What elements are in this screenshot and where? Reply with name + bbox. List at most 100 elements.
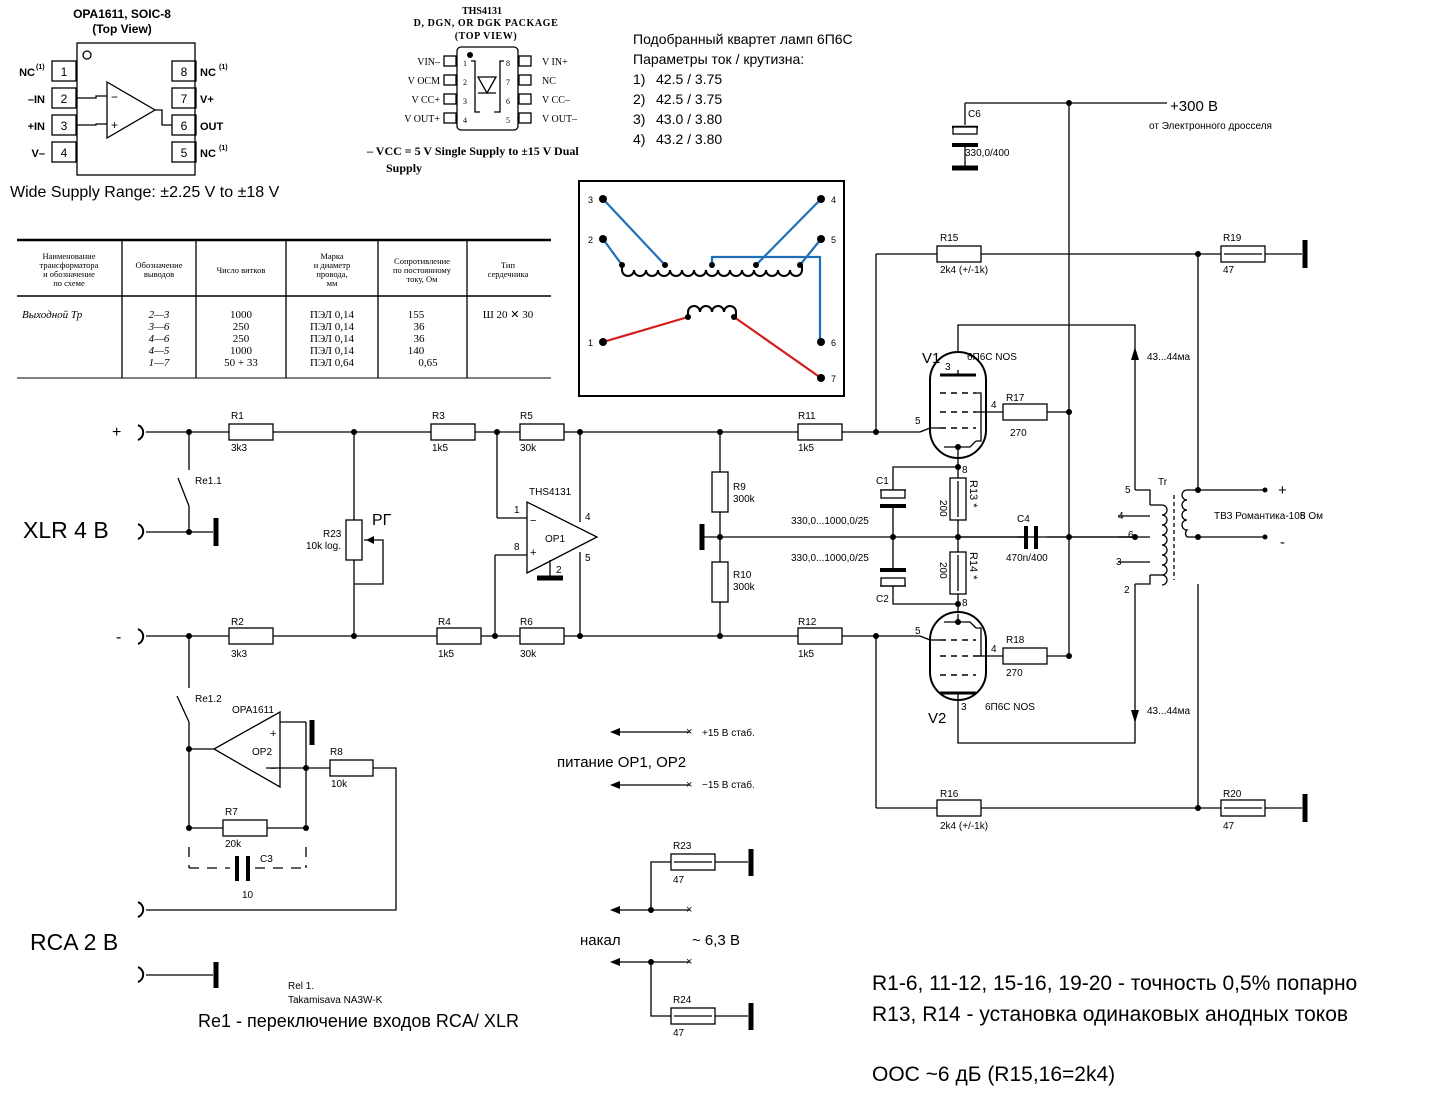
table-header: трансформатора — [40, 260, 99, 270]
table-cell: 155 — [408, 309, 425, 321]
plus-sign: + — [111, 118, 118, 132]
opa-pin-num: 7 — [181, 92, 188, 106]
table-header: выводов — [144, 269, 174, 279]
tr-pin-4: 4 — [1118, 511, 1124, 522]
c1-value: 330,0...1000,0/25 — [791, 516, 869, 527]
resistor-r15 — [936, 245, 982, 263]
minus-sign: − — [530, 515, 536, 527]
r13-value: 200 — [937, 500, 948, 517]
relay-note-2: Takamisava NA3W-K — [288, 995, 383, 1006]
r2-value: 3k3 — [231, 649, 248, 660]
minus-sign: − — [111, 90, 118, 104]
wiper-arrow-icon — [366, 536, 374, 544]
r10-value: 300k — [733, 582, 756, 593]
ths-pin-num: 3 — [463, 97, 467, 106]
tr-pin-label: 1 — [588, 338, 593, 348]
arrow-left-icon — [610, 728, 620, 736]
plus-sign: + — [530, 547, 536, 559]
arrow-left-icon — [610, 781, 620, 789]
opa-supply-note: Wide Supply Range: ±2.25 V to ±18 V — [10, 184, 280, 201]
ths-note-1: – VCC = 5 V Single Supply to ±15 V Dual — [366, 144, 579, 158]
r2-label: R2 — [231, 617, 244, 628]
ths-pin-name: V CC+ — [411, 95, 440, 106]
opa-pin-name: +IN — [28, 121, 45, 133]
table-header: по схеме — [53, 278, 85, 288]
table-cell: ПЭЛ 0,64 — [310, 357, 354, 369]
r23-heater-label: R23 — [673, 841, 692, 852]
table-header: току, Ом — [406, 274, 438, 284]
rg-label: РГ — [372, 512, 392, 529]
tube-v2-icon — [929, 611, 987, 705]
c6-plate — [952, 126, 978, 135]
heater-section: × × R23 47 R24 47 накал ~ 6,3 В — [580, 841, 754, 1039]
ths-view: (TOP VIEW) — [455, 31, 518, 42]
xlr-input-label: XLR 4 В — [23, 517, 109, 543]
note-line-3: ООС ~6 дБ (R15,16=2k4) — [872, 1063, 1115, 1086]
quartet-subtitle: Параметры ток / крутизна: — [633, 51, 804, 67]
r12-label: R12 — [798, 617, 817, 628]
resistor-r2 — [228, 627, 274, 645]
r20-value: 47 — [1223, 821, 1235, 832]
cross-icon: × — [686, 779, 692, 791]
opa-pinout-title: OPA1611, SOIC-8 — [73, 7, 171, 21]
note-line-1: R1-6, 11-12, 15-16, 19-20 - точность 0,5… — [872, 972, 1357, 995]
r17-label: R17 — [1006, 393, 1025, 404]
table-name-cell: Выходной Тр — [22, 309, 83, 321]
r18-label: R18 — [1006, 635, 1025, 646]
r8-value: 10k — [331, 779, 348, 790]
v2-label: V2 — [928, 710, 946, 727]
opa-internal-wire — [76, 95, 107, 99]
supply-voltage-label: +300 В — [1170, 98, 1218, 115]
opa-internal-wire — [76, 123, 107, 126]
op1-pin-4: 4 — [585, 512, 591, 523]
r18-value: 270 — [1006, 668, 1023, 679]
v1-type-label: 6П6С NOS — [967, 352, 1017, 363]
resistor-r12 — [797, 627, 843, 645]
table-header: Сопротивление — [394, 256, 450, 266]
opa-pin-name: NC — [200, 67, 216, 79]
ths-pin-num: 5 — [506, 116, 510, 125]
ths-pin-name: NC — [542, 76, 556, 87]
r23-heater-value: 47 — [673, 875, 685, 886]
table-cell: 4—5 — [149, 345, 170, 357]
c1-label: C1 — [876, 476, 889, 487]
op1-pin-2: 2 — [556, 565, 562, 576]
r19-label: R19 — [1223, 233, 1242, 244]
resistor-r6 — [519, 627, 565, 645]
opa-pin-name: NC — [19, 67, 35, 79]
jack-icon — [137, 424, 145, 441]
quartet-item-num: 2) — [633, 91, 645, 107]
r5-label: R5 — [520, 411, 533, 422]
heater-label: накал — [580, 932, 621, 949]
ths-pin-num: 1 — [463, 59, 467, 68]
resistor-r9 — [711, 471, 729, 513]
output-minus-label: - — [1280, 534, 1285, 551]
r6-label: R6 — [520, 617, 533, 628]
table-header: по постоянному — [393, 265, 452, 275]
r1-value: 3k3 — [231, 443, 248, 454]
opa-package-body — [76, 42, 196, 176]
r23-label: R23 — [323, 529, 342, 540]
table-cell: Ш 20 ✕ 30 — [483, 309, 534, 321]
tr-type-label: ТВЗ Романтика-105 — [1214, 511, 1306, 522]
table-cell: 140 — [408, 345, 425, 357]
table-header: мм — [327, 278, 338, 288]
tr-pin-label: 3 — [588, 195, 593, 205]
tr-pin-6: 6 — [1128, 530, 1134, 541]
opa-pin-name: OUT — [200, 121, 224, 133]
resistor-r3 — [430, 423, 476, 441]
r12-value: 1k5 — [798, 649, 815, 660]
output-stage: +300 В от Электронного дросселя C6 330,0… — [875, 98, 1323, 832]
ths-pin-num: 7 — [506, 78, 510, 87]
r5-value: 30k — [520, 443, 537, 454]
r13-label: R13 * — [967, 480, 979, 508]
quartet-item-num: 4) — [633, 131, 645, 147]
jack-icon — [137, 966, 145, 983]
v1-pin-8: 8 — [962, 465, 968, 476]
resistor-r7 — [222, 819, 268, 837]
r3-value: 1k5 — [432, 443, 449, 454]
c6-label: C6 — [968, 109, 981, 120]
quartet-item-num: 1) — [633, 71, 645, 87]
transformer-wiring-diagram: 3 2 1 4 5 6 7 — [578, 180, 845, 397]
resistor-r1 — [228, 423, 274, 441]
